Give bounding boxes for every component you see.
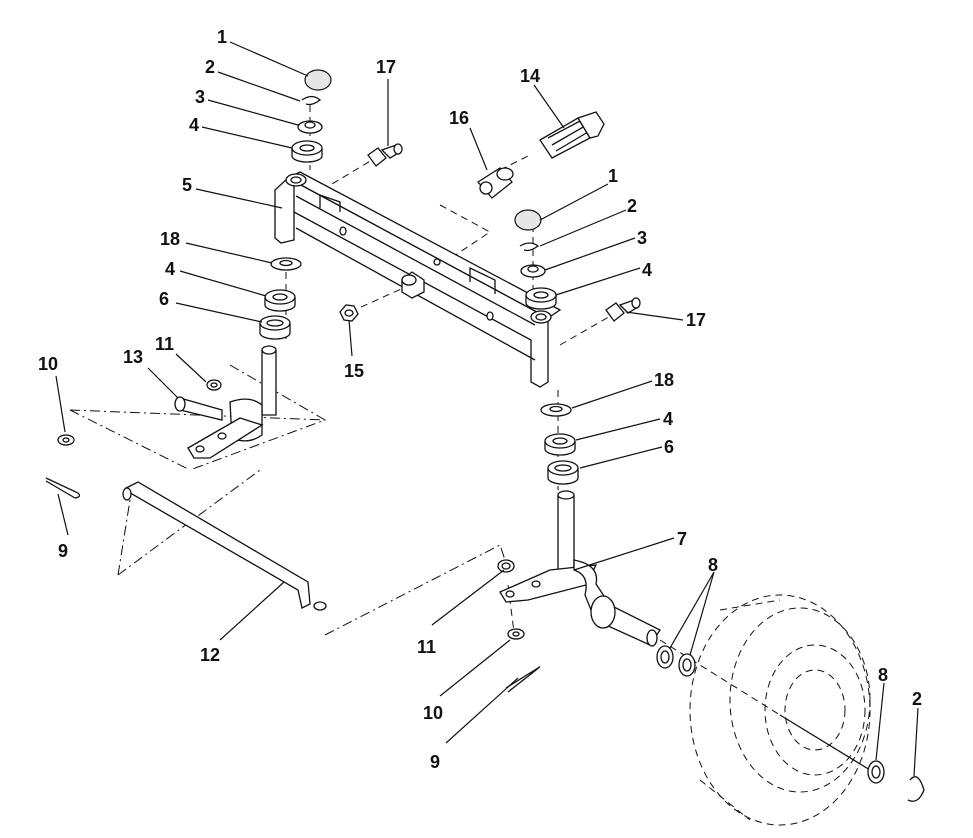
left-spindle: [174, 345, 277, 459]
callout-8: 8: [878, 665, 888, 685]
callout-2: 2: [912, 689, 922, 709]
callout-4: 4: [663, 409, 673, 429]
callout-1: 1: [217, 27, 227, 47]
callout-4: 4: [189, 115, 199, 135]
callout-1: 1: [608, 166, 618, 186]
right-pivot-stack: [514, 209, 579, 485]
callout-17: 17: [686, 310, 706, 330]
callout-10: 10: [423, 703, 443, 723]
leader-lines: [55, 41, 919, 777]
front-axle: [274, 171, 562, 388]
assembly-guide-lines: [69, 105, 871, 771]
left-pivot-stack: [259, 69, 332, 340]
callout-2: 2: [627, 196, 637, 216]
callout-2: 2: [205, 57, 215, 77]
bolt-spacer-fittings: [339, 111, 641, 322]
callout-12: 12: [200, 645, 220, 665]
callout-16: 16: [449, 108, 469, 128]
callout-3: 3: [637, 228, 647, 248]
callout-6: 6: [159, 289, 169, 309]
callout-14: 14: [520, 66, 540, 86]
callout-10: 10: [38, 354, 58, 374]
callout-4: 4: [642, 260, 652, 280]
tie-rod: [122, 481, 327, 611]
callout-15: 15: [344, 361, 364, 381]
callout-11: 11: [417, 637, 436, 657]
callout-11: 11: [155, 334, 174, 354]
callout-13: 13: [123, 347, 143, 367]
callout-18: 18: [654, 370, 674, 390]
callout-5: 5: [182, 175, 192, 195]
callout-3: 3: [195, 87, 205, 107]
callout-7: 7: [677, 529, 687, 549]
callout-8: 8: [708, 555, 718, 575]
callout-9: 9: [58, 541, 68, 561]
callout-4: 4: [165, 259, 175, 279]
callout-6: 6: [664, 437, 674, 457]
wheel-outline: [689, 594, 925, 826]
callout-18: 18: [160, 229, 180, 249]
callout-17: 17: [376, 57, 396, 77]
callout-labels: 1 2 3 4 5 18 4 6 10 13 11 9 17 16 14 1 2…: [38, 27, 922, 772]
pins-and-washers: [45, 434, 541, 693]
right-spindle: [499, 490, 696, 677]
callout-9: 9: [430, 752, 440, 772]
